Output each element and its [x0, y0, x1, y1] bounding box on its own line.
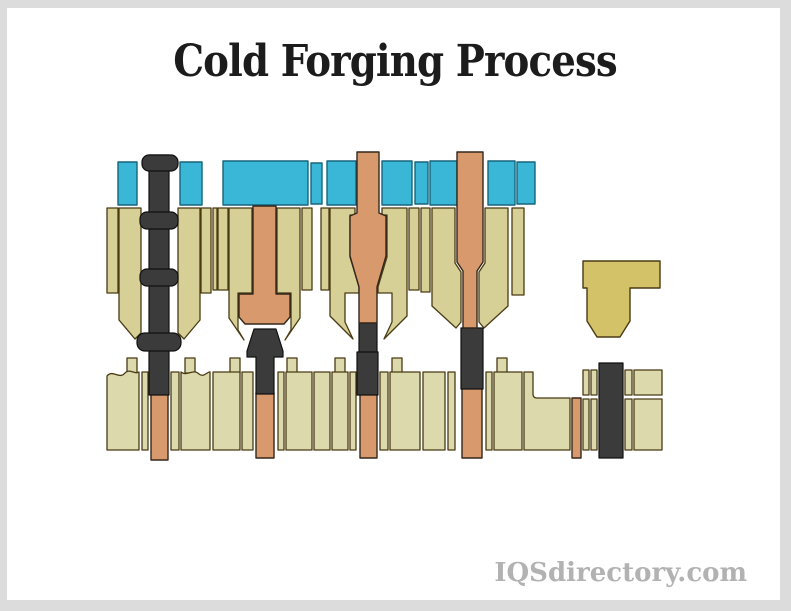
upper-die-plate — [511, 207, 525, 296]
page-title: Cold Forging Process — [173, 36, 618, 87]
upper-die-plate — [212, 207, 218, 291]
ejection-die-plate — [633, 398, 663, 451]
upper-die-block — [377, 207, 408, 340]
holder-block — [179, 161, 203, 206]
holder-block — [381, 160, 413, 206]
workpiece — [356, 351, 379, 396]
holder-block — [326, 160, 357, 206]
rod-collar — [139, 211, 179, 230]
watermark: IQSdirectory.com — [494, 558, 747, 588]
ejection-die-plate — [633, 369, 663, 396]
holder-block — [487, 160, 516, 206]
upper-die-plate — [301, 207, 313, 291]
lower-die-plate — [180, 371, 211, 451]
holder-block — [429, 160, 458, 206]
ejection-die-plate — [590, 369, 598, 396]
lower-die-tabs — [126, 357, 508, 374]
lower-die-plate-stepped — [523, 371, 571, 451]
finished-part — [582, 260, 661, 338]
finish-punch — [456, 151, 484, 329]
station-5-ejection — [571, 260, 663, 459]
holder-block — [117, 161, 138, 206]
lower-die-plate — [331, 371, 349, 451]
workpiece — [246, 328, 284, 395]
lower-die-plate — [447, 371, 456, 451]
lower-die-plate — [379, 371, 389, 451]
ejector-strip — [571, 397, 582, 459]
lower-die-plate — [170, 371, 180, 451]
die-tab — [184, 357, 196, 374]
die-tab — [334, 357, 346, 374]
ejection-die-plate — [582, 369, 590, 396]
station-4-finish — [456, 151, 484, 459]
lower-die-plate — [141, 371, 149, 451]
workpiece — [460, 327, 484, 390]
ejection-die-plate — [624, 398, 633, 451]
die-tab — [286, 357, 298, 374]
lower-die-plate — [241, 371, 254, 451]
upper-die-plate — [200, 207, 212, 294]
ejector-pin — [255, 392, 275, 459]
lower-die-plate — [389, 371, 421, 451]
upper-die-plate — [320, 207, 330, 291]
ejector-pin — [359, 393, 378, 459]
rod-collar — [141, 154, 179, 172]
upper-die-plate — [217, 207, 229, 291]
lower-die-row — [106, 370, 571, 451]
holder-block — [414, 161, 429, 205]
upper-die-block — [228, 207, 253, 341]
station-2-heading — [238, 205, 291, 459]
station-3-preform — [349, 151, 387, 459]
lower-die-plate — [485, 371, 493, 451]
lower-die-plate — [285, 371, 313, 451]
lower-die-plate — [277, 371, 285, 451]
upper-die-plate — [177, 207, 201, 340]
upper-die-plate — [118, 207, 142, 340]
die-tab — [229, 357, 241, 374]
punch-holder-row — [117, 160, 536, 206]
upper-die-row — [106, 207, 525, 341]
upper-die-plate — [408, 207, 420, 291]
ejection-die-plate — [590, 398, 598, 451]
lower-die-plate — [493, 371, 523, 451]
upper-die-block — [478, 207, 509, 329]
lower-die-plate — [313, 371, 331, 451]
ejection-die-plate — [624, 369, 633, 396]
lower-die-plate — [212, 371, 241, 451]
workpiece — [358, 322, 378, 354]
lower-die-plate — [422, 371, 446, 451]
ejector-pin — [150, 392, 169, 461]
lower-die-plate — [106, 370, 140, 451]
holder-block — [516, 161, 536, 205]
upper-die-plate — [106, 207, 119, 294]
rod-collar — [136, 332, 182, 352]
upper-die-plate — [420, 207, 431, 293]
holder-block — [310, 162, 323, 205]
lower-die-plate — [349, 371, 357, 451]
ejector-pin — [461, 386, 483, 459]
preform-punch — [349, 151, 387, 324]
upper-die-block — [431, 207, 462, 329]
station-1-blank-rod — [136, 154, 182, 461]
die-tab — [496, 357, 508, 374]
heading-punch — [238, 205, 291, 325]
upper-die-block — [276, 207, 301, 341]
die-tab — [391, 357, 403, 374]
ejection-die-plate — [582, 398, 590, 451]
ejected-workpiece — [598, 362, 624, 459]
rod-collar — [139, 268, 179, 287]
holder-block — [222, 160, 309, 206]
